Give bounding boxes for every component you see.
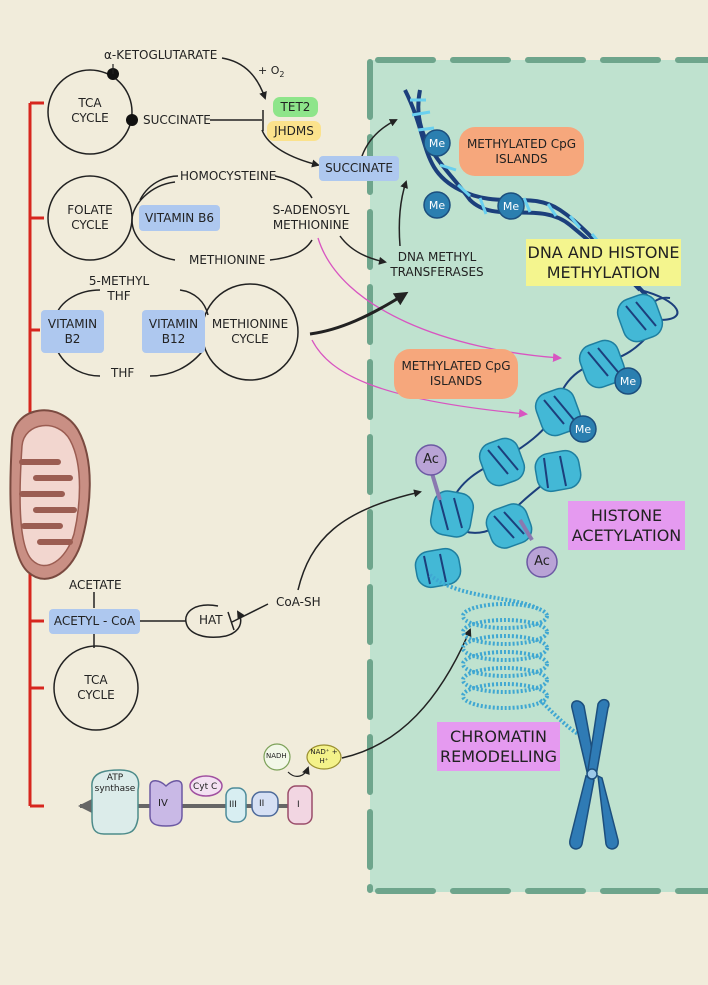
folate-cycle-label: FOLATE CYCLE (67, 203, 113, 232)
atp-synthase-icon (91, 769, 140, 835)
dna-histone-methylation-title: DNA AND HISTONE METHYLATION (526, 239, 681, 286)
o2-label: + O2 (258, 63, 284, 82)
me-label-5: Me (574, 423, 592, 436)
jhdms-badge: JHDMS (267, 121, 321, 141)
homocysteine-label: HOMOCYSTEINE (180, 169, 277, 183)
akg-to-tet2-arrow (221, 57, 267, 100)
magenta-arrow-2 (311, 339, 528, 418)
cyt-c-icon (189, 775, 223, 797)
dnmt-label: DNA METHYL TRANSFERASES (390, 250, 484, 279)
hat-label: HAT (199, 613, 223, 627)
o2-subscript: 2 (279, 70, 285, 80)
nadh-label: NADH (266, 752, 287, 760)
methionine-cycle-label: METHIONINE CYCLE (211, 317, 289, 346)
methionine-cycle-to-dnmt-arrow (309, 291, 409, 336)
tca-cycle-label: TCA CYCLE (71, 96, 109, 125)
methylated-cpg-islands-middle: METHYLATED CpG ISLANDS (394, 349, 518, 399)
sam-to-dnmt-arrow (339, 235, 387, 265)
vitamin-b2-box: VITAMIN B2 (41, 310, 104, 353)
ac-label-2: Ac (534, 554, 550, 569)
sam-label: S-ADENOSYL METHIONINE (272, 203, 350, 232)
complex-iii-icon (225, 787, 247, 823)
vitamin-b6-box: VITAMIN B6 (139, 205, 220, 231)
complex-ii-label: II (259, 799, 265, 809)
succinate-node (126, 114, 138, 126)
me-label-4: Me (619, 375, 637, 388)
atp-synthase-label: ATP synthase (94, 773, 136, 794)
chromatin-remodelling-title: CHROMATIN REMODELLING (437, 722, 560, 771)
folate-region (47, 175, 313, 261)
o2-text: + O (258, 64, 280, 77)
complex-iii-label: III (229, 800, 237, 810)
magenta-arrow-1 (317, 237, 562, 362)
methyl-marks (423, 129, 642, 443)
five-methyl-thf-label: 5-METHYL THF (88, 274, 150, 303)
complex-i-icon (287, 785, 313, 825)
methionine-label: METHIONINE (189, 253, 266, 267)
me-label-3: Me (502, 200, 520, 213)
vitamin-b12-box: VITAMIN B12 (142, 310, 205, 353)
mitochondrion-icon (9, 409, 91, 580)
jhdms-to-succinate-arrow (261, 129, 320, 168)
succinate-box: SUCCINATE (319, 156, 399, 181)
acetate-label: ACETATE (69, 578, 122, 592)
coa-to-acetylation-arrow (297, 489, 422, 591)
tca-cycle-top (47, 64, 138, 155)
complex-iv-label: IV (158, 798, 168, 809)
succinate-label: SUCCINATE (143, 113, 211, 127)
me-label-2: Me (428, 199, 446, 212)
thf-label: THF (111, 366, 135, 380)
succinate-to-dna-arrow (361, 119, 398, 157)
nadh-icon (263, 743, 291, 771)
nad-to-chromatin-arrow (341, 628, 472, 759)
tca-cycle-2-label: TCA CYCLE (77, 673, 115, 702)
histone-acetylation-title: HISTONE ACETYLATION (568, 501, 685, 550)
nad-label: NAD⁺ + H⁺ (310, 748, 338, 765)
electron-transport-chain (78, 743, 342, 835)
nad-icon (306, 744, 342, 770)
complex-iv-icon (149, 780, 183, 827)
cyt-c-label: Cyt C (193, 782, 218, 792)
coa-sh-label: CoA-SH (276, 595, 321, 609)
acetyl-marks (415, 444, 558, 578)
coa-inhibition-line (231, 603, 269, 623)
ac-label-1: Ac (423, 452, 439, 467)
tca-cycle-bottom-circle (53, 645, 139, 731)
chromosome-icon (569, 698, 619, 850)
dnmt-to-dna-arrow (398, 180, 408, 247)
acetyl-coa-box: ACETYL - CoA (49, 609, 140, 634)
methylated-cpg-islands-top: METHYLATED CpG ISLANDS (459, 127, 584, 176)
complex-ii-icon (251, 791, 279, 817)
complex-i-label: I (297, 800, 300, 810)
nucleosome-wraps (423, 301, 657, 585)
chromatin-fiber (428, 573, 581, 737)
acetyl-region (53, 592, 269, 731)
alpha-ketoglutarate-label: α-KETOGLUTARATE (104, 48, 218, 62)
me-label-1: Me (428, 137, 446, 150)
tet2-badge: TET2 (273, 97, 318, 117)
